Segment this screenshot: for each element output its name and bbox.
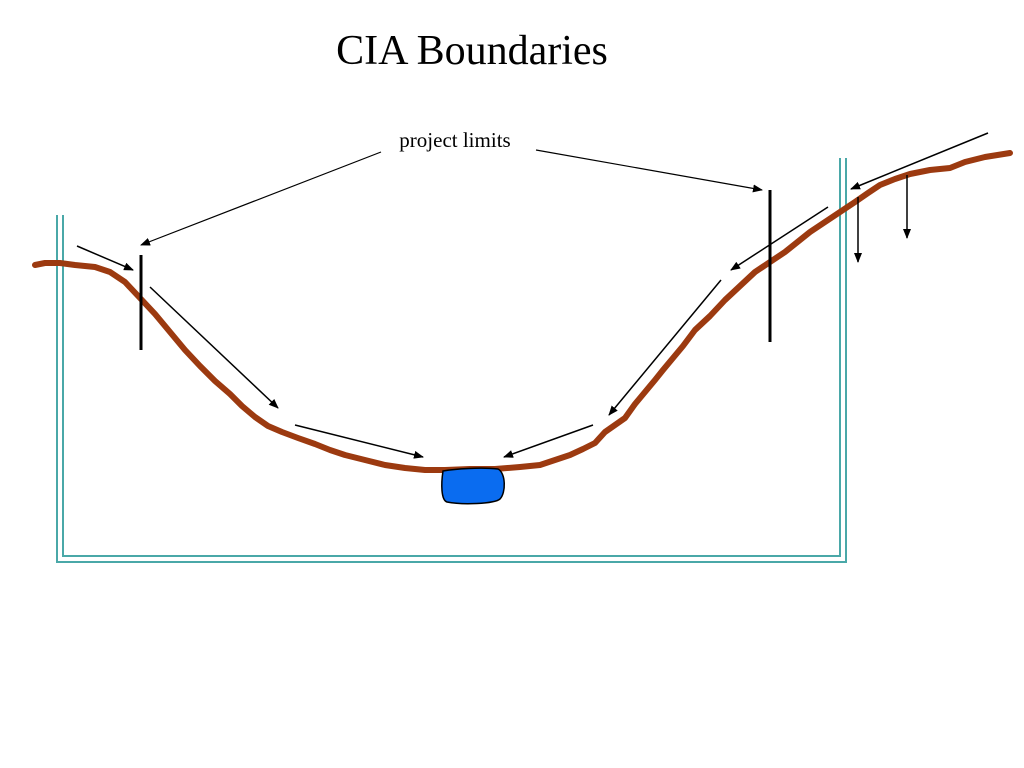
label-arrow-left — [140, 151, 382, 246]
flow-arrow-right-1 — [503, 424, 594, 458]
flow-arrow-left-2 — [149, 286, 279, 409]
flow-arrow-left-1 — [76, 245, 134, 271]
project-limits-label: project limits — [399, 128, 510, 152]
flow-arrow-left-3 — [294, 424, 424, 459]
water-body-icon — [441, 467, 505, 505]
flow-arrow-right-2 — [608, 279, 722, 416]
flow-arrow-right-3 — [730, 206, 829, 271]
terrain-profile — [32, 150, 1013, 473]
flow-arrow-right-4 — [850, 132, 989, 190]
slide-title: CIA Boundaries — [336, 28, 608, 74]
label-arrow-right — [535, 149, 763, 193]
cia-boundary — [56, 158, 847, 563]
